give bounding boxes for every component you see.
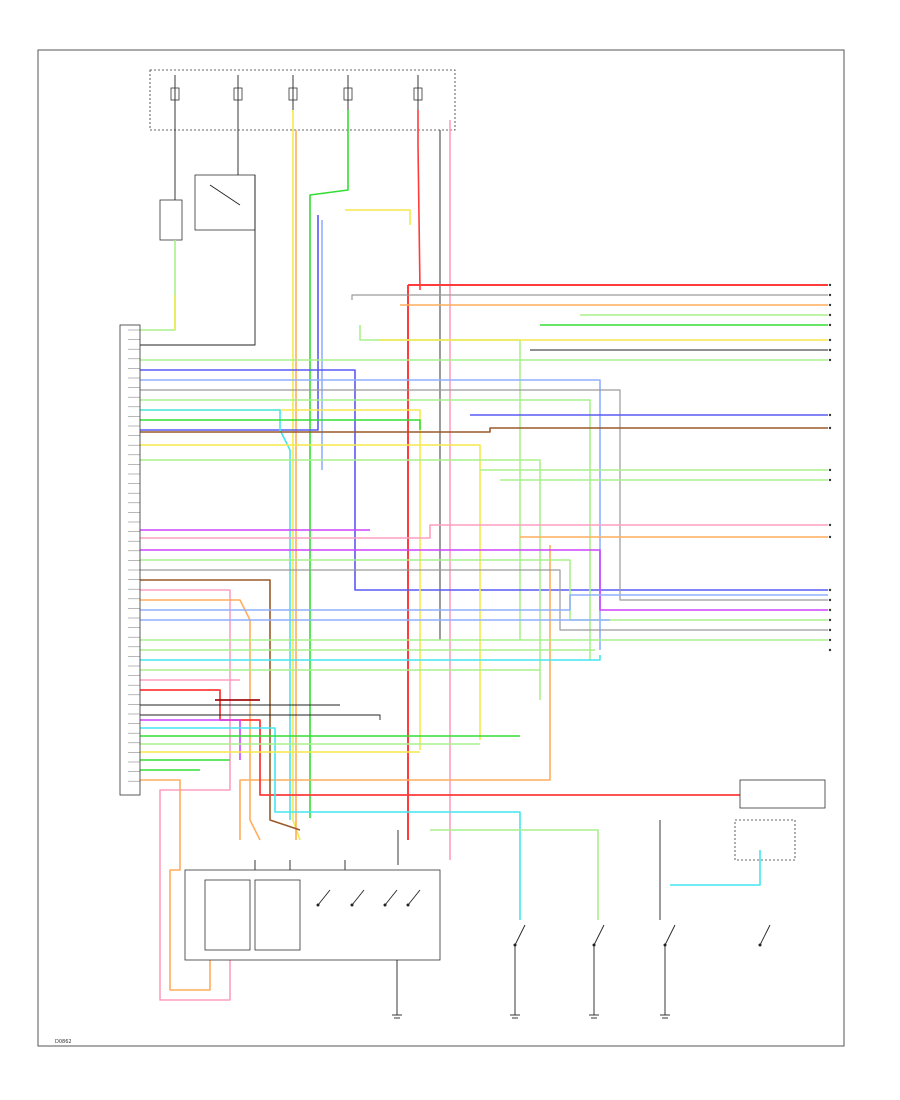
- connector-pin: [828, 638, 832, 642]
- wire-brown-46: [140, 579, 301, 831]
- door-switch-1: [513, 924, 526, 1015]
- wire-lightgreen-29: [140, 399, 591, 660]
- connector-pin: [828, 303, 832, 307]
- wire-cyan-31: [140, 409, 291, 820]
- connector-pin: [828, 478, 832, 482]
- fuse-2: [233, 75, 243, 110]
- connector-pin: [828, 523, 832, 527]
- connector-pin: [828, 313, 832, 317]
- connector-pin: [828, 535, 832, 539]
- sensor-box-right: [734, 779, 826, 861]
- wire-orange-48: [140, 599, 261, 841]
- wire-layer: [140, 110, 828, 1001]
- footer-code: D0862: [55, 1039, 72, 1045]
- ground-symbols: [392, 960, 670, 1019]
- connector-pin: [828, 468, 832, 472]
- wire-lightgreen-2: [140, 240, 176, 331]
- switch-block: [184, 869, 441, 961]
- wire-cyan-53: [140, 655, 601, 661]
- connector-pin: [828, 338, 832, 342]
- connector-pin: [828, 348, 832, 352]
- switch-3: [383, 889, 398, 907]
- door-switches: [392, 924, 771, 1019]
- connector-pin: [828, 648, 832, 652]
- door-switch-2: [592, 924, 605, 1015]
- wire-pink-40: [140, 524, 828, 539]
- wire-blue-9: [140, 215, 319, 431]
- connector-pin: [828, 413, 832, 417]
- diagram-border: [37, 49, 845, 1047]
- wire-green-8: [309, 110, 349, 818]
- fuse-4: [343, 75, 353, 110]
- wire-yellow-11: [345, 209, 411, 225]
- switch-4: [406, 889, 421, 907]
- wire-lightgreen-68: [430, 829, 599, 920]
- connector-pin: [828, 598, 832, 602]
- connector-pin: [828, 283, 832, 287]
- wire-gray-45: [140, 569, 828, 631]
- wire-lightgreen-44: [140, 559, 828, 621]
- connector-pin: [828, 323, 832, 327]
- switch-2: [350, 889, 365, 907]
- wire-gray-28: [140, 389, 828, 601]
- wire-black-5: [140, 175, 256, 346]
- wire-gray-17: [351, 294, 828, 300]
- wire-violet-60: [140, 719, 241, 760]
- wire-green-32: [140, 419, 421, 430]
- switch-1: [316, 889, 331, 907]
- module-connector: [119, 324, 141, 796]
- fuse-5: [413, 75, 423, 110]
- connector-pin: [828, 618, 832, 622]
- wire-brown-34: [140, 427, 828, 433]
- connector-pin: [828, 588, 832, 592]
- fuse-3: [288, 75, 298, 110]
- wire-yellow-35: [140, 444, 481, 740]
- wire-red-12: [417, 110, 421, 291]
- connector-pin: [828, 426, 832, 430]
- wire-orange-66: [140, 779, 211, 991]
- wire-blue-26: [140, 369, 828, 591]
- connector-pin: [828, 628, 832, 632]
- door-switch-4: [758, 924, 771, 947]
- fuse-block-top: [149, 69, 456, 131]
- wire-orange-42: [239, 545, 551, 840]
- connector-pin: [828, 608, 832, 612]
- connector-pin: [828, 293, 832, 297]
- wire-lightblue-49: [140, 594, 828, 611]
- wire-yellow-6: [292, 110, 301, 841]
- wire-violet-43: [140, 549, 828, 611]
- wire-cyan-61: [140, 727, 521, 920]
- relay-top-left: [159, 174, 256, 241]
- connector-pin: [828, 358, 832, 362]
- wire-pink-47: [140, 589, 231, 1001]
- door-switch-3: [663, 924, 676, 1015]
- wire-black-59: [140, 714, 381, 720]
- right-connector-pins: [828, 283, 832, 652]
- fuse-1: [170, 75, 180, 110]
- module-connector-pins: [128, 329, 140, 782]
- wire-cyan-70: [670, 850, 761, 886]
